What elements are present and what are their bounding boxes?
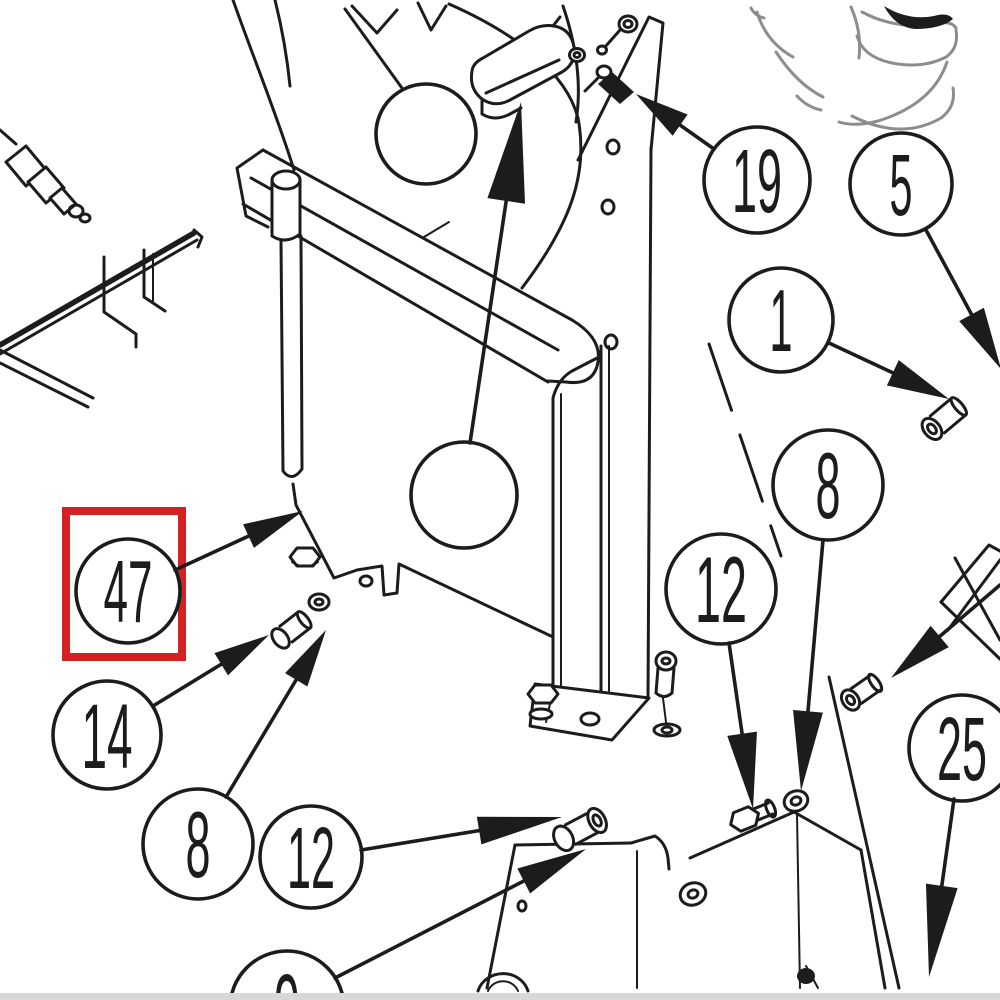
arrow-box — [891, 583, 1000, 678]
callout-number-12-right: 12 — [695, 537, 747, 642]
callout-number-14: 14 — [82, 686, 133, 788]
highlight-box-47 — [62, 507, 186, 661]
washer-8-right — [782, 789, 810, 813]
callout-balloon-5[interactable]: 5 — [848, 131, 954, 237]
mount-plate — [235, 148, 600, 650]
callout-number-1: 1 — [770, 271, 793, 370]
highlight-layer — [62, 507, 186, 661]
bottom-edge-strip — [0, 993, 1000, 1000]
dashed-line — [707, 342, 783, 558]
x-brace-box — [939, 543, 1000, 661]
bolt-14 — [270, 610, 313, 650]
bracket-column — [526, 15, 682, 742]
arrow-25 — [925, 797, 958, 977]
pump-dark-detail — [884, 6, 953, 29]
callout-number-partial-bottom: 9 — [274, 954, 300, 1000]
arrow-bottom-partial — [333, 849, 586, 980]
arrow-8-right — [793, 538, 825, 791]
callout-number-25: 25 — [937, 700, 987, 800]
arrow-12-bottom — [359, 816, 562, 852]
arrow-5 — [924, 228, 1000, 368]
top-fasteners — [568, 14, 639, 104]
callout-balloon-blank-top[interactable] — [374, 82, 478, 186]
callout-balloon-12-bottom[interactable]: 12 — [258, 804, 364, 910]
arrow-1 — [827, 341, 949, 399]
callout-balloon-8-right[interactable]: 8 — [771, 428, 885, 542]
arrow-clamp — [468, 102, 525, 445]
arrow-12-right — [727, 641, 757, 809]
callout-balloon-14[interactable]: 14 — [51, 679, 163, 791]
callout-balloon-1[interactable]: 1 — [727, 266, 835, 374]
callout-balloons: 19518124714812259 — [51, 82, 1000, 1000]
callout-balloon-8-left[interactable]: 8 — [141, 787, 255, 901]
callout-balloon-partial-bottom[interactable]: 9 — [228, 949, 346, 1000]
arrow-14 — [151, 635, 269, 708]
callout-number-12-bottom: 12 — [287, 810, 335, 907]
lower-bracket — [476, 672, 901, 993]
callout-number-5: 5 — [890, 137, 913, 234]
bolt-12-right — [729, 798, 778, 833]
callout-balloon-25[interactable]: 25 — [907, 693, 1000, 803]
callout-number-47: 47 — [104, 542, 153, 641]
callout-balloon-blank-middle[interactable] — [409, 440, 519, 550]
callout-number-8-right: 8 — [816, 433, 841, 538]
clamp-handle — [470, 15, 576, 120]
callout-number-19: 19 — [732, 132, 782, 232]
rail-and-tabs — [0, 228, 204, 409]
tank-outline — [231, 0, 583, 290]
callout-arrows — [151, 94, 1000, 980]
bolt-1 — [920, 396, 968, 441]
arrow-47 — [173, 511, 303, 572]
callout-balloon-19[interactable]: 19 — [702, 125, 812, 235]
arrow-19 — [636, 94, 716, 151]
bolt-mid-right — [839, 672, 884, 712]
callout-number-8-left: 8 — [186, 792, 211, 897]
callout-balloon-47[interactable]: 47 — [74, 537, 182, 645]
callout-balloon-12-right[interactable]: 12 — [664, 532, 778, 646]
grease-fitting — [0, 128, 92, 224]
arrow-8-left — [224, 630, 326, 799]
bolt-12-bottom — [552, 806, 608, 853]
